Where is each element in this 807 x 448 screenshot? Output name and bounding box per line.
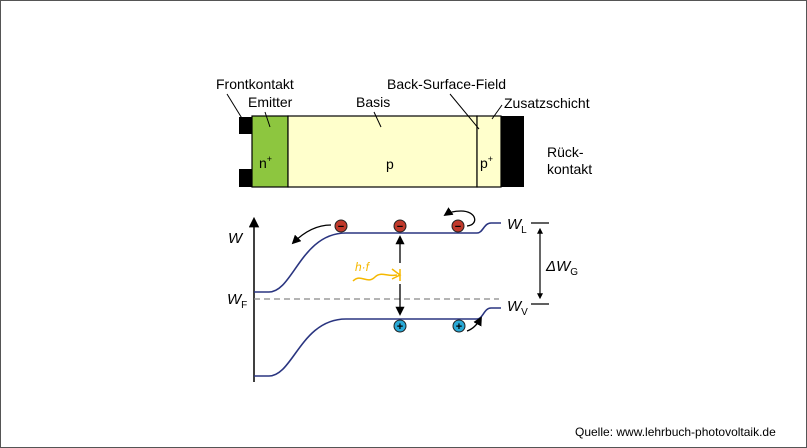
photon-arrowhead: [391, 268, 402, 281]
wv-label: WV: [507, 298, 528, 318]
hole-middle: +: [393, 319, 407, 333]
bsf-layer: [476, 115, 502, 188]
emitter-layer: [251, 115, 289, 188]
electron-return-arrow: [443, 207, 476, 227]
n-plus-label: n+: [259, 154, 272, 171]
electron-left: −: [334, 219, 348, 233]
basis-label: Basis: [356, 94, 390, 110]
rear-contact-label-1: Rück-: [547, 144, 584, 160]
front-contact-bottom: [239, 169, 253, 187]
source-credit: Quelle: www.lehrbuch-photovoltaik.de: [575, 425, 776, 439]
emitter-leader: [264, 111, 271, 128]
fermi-label: WF: [227, 291, 247, 311]
electron-drift-arrow: [291, 224, 332, 245]
svg-text:−: −: [455, 221, 461, 233]
rear-contact-label-2: kontakt: [547, 161, 592, 177]
bandgap-label: ΔWG: [545, 258, 578, 278]
valence-band: [254, 307, 501, 377]
emitter-label: Emitter: [248, 94, 293, 110]
front-contact-top: [239, 117, 253, 134]
extra-layer-leader: [491, 104, 503, 120]
svg-text:−: −: [397, 221, 403, 233]
extra-layer-label: Zusatzschicht: [504, 95, 590, 111]
front-contact-leader: [226, 93, 244, 121]
electron-right: −: [451, 219, 465, 233]
hole-drift-arrow: [466, 316, 482, 332]
photon-wave: [352, 273, 398, 282]
energy-axis-label: W: [228, 230, 244, 247]
p-label: p: [386, 156, 394, 172]
bsf-label: Back-Surface-Field: [387, 76, 506, 92]
svg-text:+: +: [456, 321, 462, 333]
svg-text:−: −: [338, 221, 344, 233]
hole-right: +: [452, 319, 466, 333]
rear-contact: [501, 116, 524, 187]
base-layer: [287, 115, 478, 188]
photon-label: h·f: [355, 260, 371, 274]
p-plus-label: p+: [480, 154, 493, 171]
svg-text:+: +: [397, 321, 403, 333]
basis-leader: [373, 111, 382, 128]
conduction-band: [254, 222, 501, 293]
electron-middle: −: [393, 219, 407, 233]
wl-label: WL: [507, 216, 527, 236]
bsf-leader: [449, 93, 480, 130]
front-contact-label: Frontkontakt: [216, 76, 294, 92]
